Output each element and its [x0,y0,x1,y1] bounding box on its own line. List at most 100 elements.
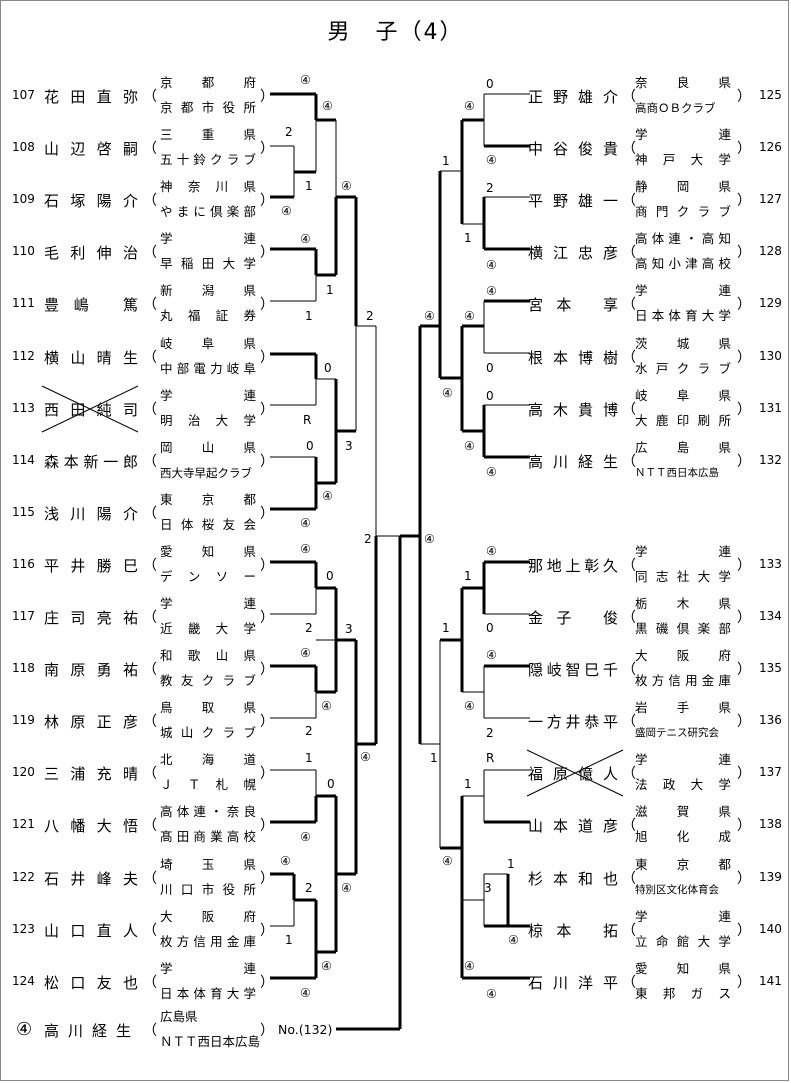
affiliation-club: 近畿大学 [160,621,256,637]
affiliation-region: 北海道 [160,752,256,768]
match-score: ④ [486,153,497,167]
right-player-entry: 椋本 拓 （ 学連 立命館大学 ） 140 [390,903,790,955]
char: 享 [602,296,618,315]
char: 所 [718,412,731,428]
open-paren: （ [622,453,636,470]
char: 桜 [201,516,215,532]
match-score: 2 [486,726,494,740]
open-paren: （ [622,766,636,783]
char: 京 [676,856,690,872]
char: 日 [160,985,173,1001]
char: 府 [718,648,731,664]
char: ク [210,152,223,168]
char: 俊 [602,609,618,627]
char: ラ [222,673,236,689]
char: 学 [243,985,256,1001]
player-name: 中谷俊貴 [528,138,618,159]
player-name: 石井峰夫 [44,868,138,889]
char: 県 [718,335,731,351]
char: 十 [176,152,190,168]
char: 県 [718,804,731,820]
char: 山 [528,817,544,836]
player-name: 山本道彦 [528,815,618,836]
char: 貴 [602,140,618,159]
char: 川 [160,881,173,897]
char: 川 [215,179,229,195]
char: 学 [635,543,648,559]
right-player-entry: 高木貴博 （ 岐阜県 大鹿印刷所 ） 131 [390,382,790,434]
affiliation-club: 東邦ガス [635,986,731,1002]
char: 庫 [718,673,731,689]
char: 江 [552,244,568,263]
player-name: 平井勝巳 [44,555,138,576]
match-score: ④ [424,309,435,323]
entry-number: 141 [759,973,782,988]
char: 方 [176,933,190,949]
char: 旭 [635,829,648,845]
char: 也 [602,869,618,888]
char: 那 [528,556,544,575]
char: 浅 [44,504,60,523]
affiliation-region: 鳥取県 [160,700,256,716]
char: 知 [718,231,731,247]
extra-ref: No.(132) [278,1022,333,1037]
affiliation-region: 三重県 [160,127,256,143]
char: 幌 [243,777,256,793]
left-player-entry: 110 毛利伸治 （ 学連 早稲田大学 ） [0,225,390,277]
char: 杉 [528,869,544,888]
char: 成 [718,829,731,845]
char: 勇 [96,661,112,680]
affiliation-region: 広島県 [635,440,731,456]
char: 岐 [546,661,562,680]
affiliation-region: 学連 [635,544,731,560]
char: 雄 [577,88,593,106]
open-paren: （ [143,557,157,574]
char: 歌 [187,648,201,664]
char: 阜 [243,360,256,376]
match-score: 1 [430,751,438,765]
char: 印 [676,412,690,428]
open-paren: （ [143,974,157,991]
affiliation-club: 城山クラブ [160,725,256,741]
char: 介 [122,504,138,523]
char: 一 [602,192,618,211]
char: 東 [635,856,648,872]
char: 花 [44,88,60,106]
char: ブ [243,152,256,168]
char: 稲 [180,256,194,272]
char: ブ [718,204,731,220]
char: 大 [635,412,648,428]
char: 新 [160,283,173,299]
match-score: 0 [486,621,494,635]
char: 日 [635,308,648,324]
char: ソ [215,568,229,584]
match-score: ④ [341,179,352,193]
match-score: ④ [300,542,311,556]
char: ラ [697,360,711,376]
char: 石 [44,869,60,888]
affiliation-club: 商門クラブ [635,204,731,220]
match-score: ④ [442,854,453,868]
char: 鈴 [193,152,206,168]
player-name: 山口直人 [44,920,138,941]
open-paren: （ [622,349,636,366]
char: 近 [160,621,173,636]
char: デ [160,568,173,584]
char: 岡 [160,439,173,455]
char: 連 [718,908,731,924]
affiliation-club: 立命館大学 [635,934,731,950]
char: 学 [160,960,173,976]
open-paren: （ [622,870,636,887]
match-score: ④ [321,959,332,973]
match-score: 2 [364,532,372,546]
char: 都 [201,75,215,90]
open-paren: （ [143,766,157,783]
char: 彦 [602,244,618,263]
char: 大 [697,933,711,949]
char: 広 [635,439,648,455]
char: 横 [528,244,544,263]
char: 連 [718,127,731,143]
char: 学 [160,387,173,403]
char: 学 [718,933,731,949]
